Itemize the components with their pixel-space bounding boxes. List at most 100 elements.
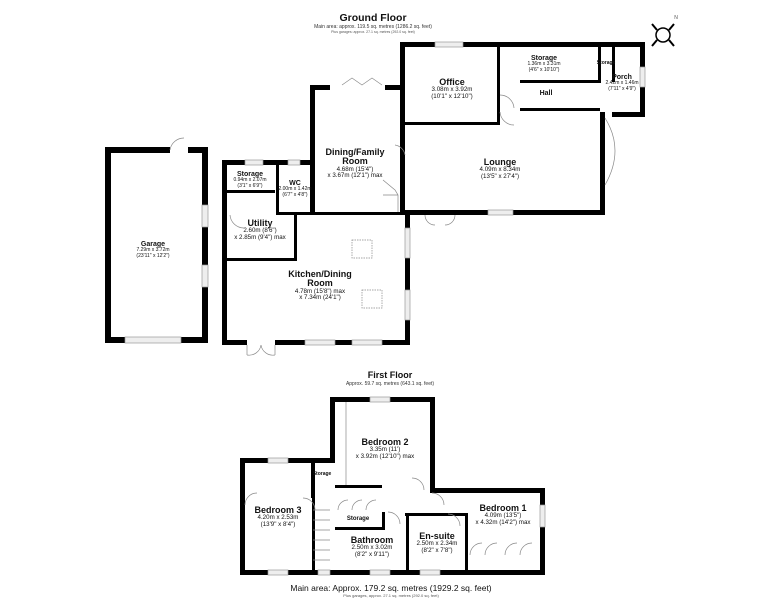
room-dimensions: 7.29m x 3.72m xyxy=(136,247,170,254)
wall xyxy=(540,488,545,575)
wall xyxy=(430,488,545,493)
wall xyxy=(312,463,315,575)
room-storage-landing: Storage xyxy=(312,471,332,477)
room-dimensions-imperial: (13'9" x 8'4") xyxy=(260,520,296,528)
door-swing xyxy=(411,477,425,491)
room-dimensions-imperial: (23'11" x 12'2") xyxy=(136,252,170,259)
door-swing xyxy=(394,144,406,156)
room-dimensions-imperial: (8'2" x 7'8") xyxy=(421,546,453,554)
wall xyxy=(222,340,247,345)
room-dimensions: 1.36m x 3.31m xyxy=(527,61,561,68)
compass-circle xyxy=(655,27,671,43)
room-dimensions: 2.60m (8'6") xyxy=(243,227,277,235)
room-dimensions: 4.68m (15'4") xyxy=(336,165,374,173)
room-dimensions: 4.78m (15'8") max xyxy=(294,287,346,295)
wall xyxy=(310,90,315,215)
window xyxy=(419,569,441,576)
door-swing xyxy=(229,214,245,229)
room-name: Bedroom 2 xyxy=(361,437,409,447)
wall xyxy=(520,108,600,111)
room-dimensions-imperial: x 3.92m (12'10") max xyxy=(355,452,415,460)
first-floor-windows xyxy=(267,396,546,576)
window xyxy=(304,339,336,346)
room-name: Garage xyxy=(140,241,166,248)
door-swing xyxy=(431,492,445,506)
wall xyxy=(598,47,601,83)
total-garage-area: Plus garages, approx. 27.1 sq. metres (2… xyxy=(343,593,439,598)
room-dimensions-imperial: x 4.32m (14'2") max xyxy=(475,518,531,526)
ground-floor-windows xyxy=(124,41,646,346)
wall xyxy=(225,258,297,261)
room-office: Office 3.08m x 3.92m (10'1" x 12'10") xyxy=(431,77,473,100)
wall xyxy=(276,212,406,215)
wall xyxy=(382,512,385,530)
room-storage-upstairs: Storage xyxy=(346,516,370,522)
door-swing xyxy=(244,492,258,506)
window xyxy=(351,339,383,346)
wall xyxy=(240,570,545,575)
window xyxy=(124,336,182,344)
stairs xyxy=(382,179,399,212)
room-dimensions: 4.09m (13'5") xyxy=(484,512,522,520)
window xyxy=(267,569,289,576)
window xyxy=(267,457,289,464)
wall xyxy=(310,85,330,90)
room-dimensions: 4.20m x 2.53m xyxy=(257,514,299,522)
room-name: Bedroom 1 xyxy=(479,503,527,513)
wall xyxy=(222,160,227,345)
wall xyxy=(225,190,275,193)
ground-floor-walls xyxy=(105,42,645,345)
room-en-suite: En-suite 2.50m x 2.34m (8'2" x 7'8") xyxy=(417,531,458,554)
rooflight xyxy=(351,239,373,259)
wall xyxy=(405,215,410,345)
room-dimensions: 2.00m x 1.42m xyxy=(278,186,312,193)
ground-floor-garage-area: Plus garages: approx. 27.1 sq. metres (2… xyxy=(331,30,415,34)
storage-doors xyxy=(337,499,377,511)
room-name: Porch xyxy=(612,74,632,81)
wall xyxy=(105,147,111,343)
window xyxy=(434,41,464,48)
room-name: Storage xyxy=(530,55,558,62)
wall xyxy=(430,397,435,493)
wall xyxy=(406,513,409,573)
room-dimensions-imperial: x 3.67m (12'1") max xyxy=(327,172,383,180)
window xyxy=(639,66,646,88)
wardrobe-doors xyxy=(469,542,533,556)
room-name: Office xyxy=(439,77,465,87)
door-swing xyxy=(169,137,185,151)
window xyxy=(201,204,209,228)
compass-north-label: N xyxy=(674,15,678,21)
wall xyxy=(188,147,208,153)
wall xyxy=(335,485,382,488)
room-name: Utility xyxy=(247,218,273,228)
room-dimensions: 3.35m (11') xyxy=(369,446,401,454)
wall xyxy=(105,337,125,343)
wall xyxy=(202,147,208,343)
room-dimensions-imperial: (3'1" x 6'9") xyxy=(237,182,263,189)
wall xyxy=(400,42,405,215)
room-dimensions-imperial: x 7.34m (24'1") xyxy=(299,294,341,302)
ground-floor-doors xyxy=(169,77,616,356)
window xyxy=(539,504,546,528)
wall xyxy=(181,337,208,343)
first-floor-area: Approx. 59.7 sq. metres (643.1 sq. feet) xyxy=(345,381,435,387)
bifold-door xyxy=(341,77,383,86)
window xyxy=(317,569,331,576)
room-bedroom-3: Bedroom 3 4.20m x 2.53m (13'9" x 8'4") xyxy=(254,505,301,528)
room-name: Kitchen/Dining Room xyxy=(288,269,352,289)
window xyxy=(404,289,411,321)
total-area: Main area: Approx. 179.2 sq. metres (192… xyxy=(290,583,492,593)
room-name: En-suite xyxy=(419,531,455,541)
room-dimensions-imperial: (6'7" x 4'8") xyxy=(282,191,308,198)
door-swing xyxy=(447,513,461,527)
room-dining-family: Dining/Family Room 4.68m (15'4") x 3.67m… xyxy=(320,147,390,180)
room-dimensions-imperial: (7'11" x 4'9") xyxy=(608,85,636,92)
room-dimensions-imperial: (8'2" x 9'11") xyxy=(354,550,390,558)
french-doors xyxy=(246,344,276,356)
wall xyxy=(600,112,605,215)
ground-floor-title: Ground Floor xyxy=(339,12,407,24)
door-swing xyxy=(302,497,316,511)
room-name: WC xyxy=(289,180,301,187)
room-dimensions: 3.08m x 3.92m xyxy=(431,86,473,94)
